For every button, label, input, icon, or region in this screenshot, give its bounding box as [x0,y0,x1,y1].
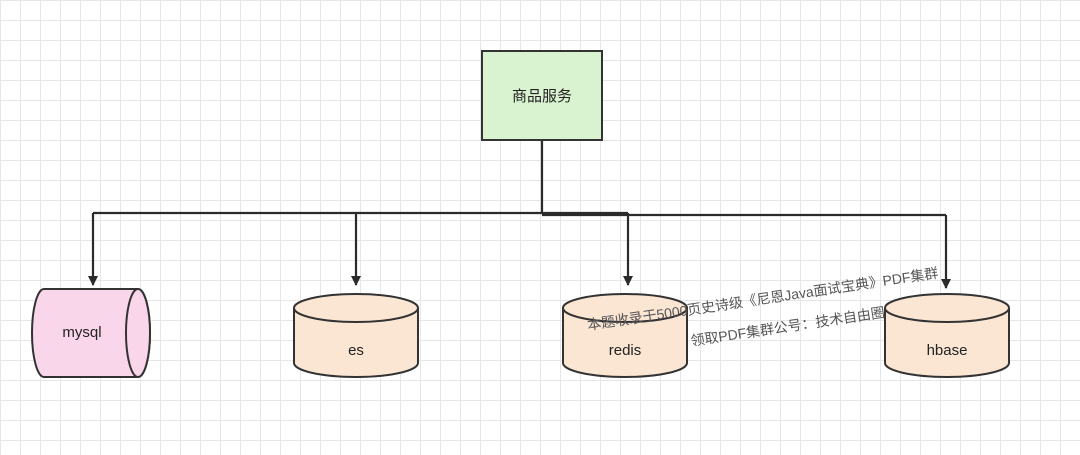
redis-cylinder-top [562,293,688,323]
mysql-cylinder-cap [125,288,151,378]
es-cylinder-body[interactable] [293,308,419,378]
database-node-hbase[interactable]: hbase [884,293,1010,378]
database-node-mysql[interactable]: mysql [31,288,151,378]
service-box[interactable] [481,50,603,141]
service-label: 商品服务 [512,88,572,105]
connectors [88,141,951,289]
database-node-es[interactable]: es [293,293,419,378]
database-node-redis[interactable]: redis [562,293,688,378]
es-cylinder-top [293,293,419,323]
hbase-label: hbase [927,342,968,359]
mysql-label: mysql [62,324,101,341]
redis-cylinder-body[interactable] [562,308,688,378]
es-label: es [348,342,364,359]
redis-label: redis [609,342,642,359]
service-node[interactable]: 商品服务 [481,50,603,141]
hbase-cylinder-top [884,293,1010,323]
hbase-cylinder-body[interactable] [884,308,1010,378]
